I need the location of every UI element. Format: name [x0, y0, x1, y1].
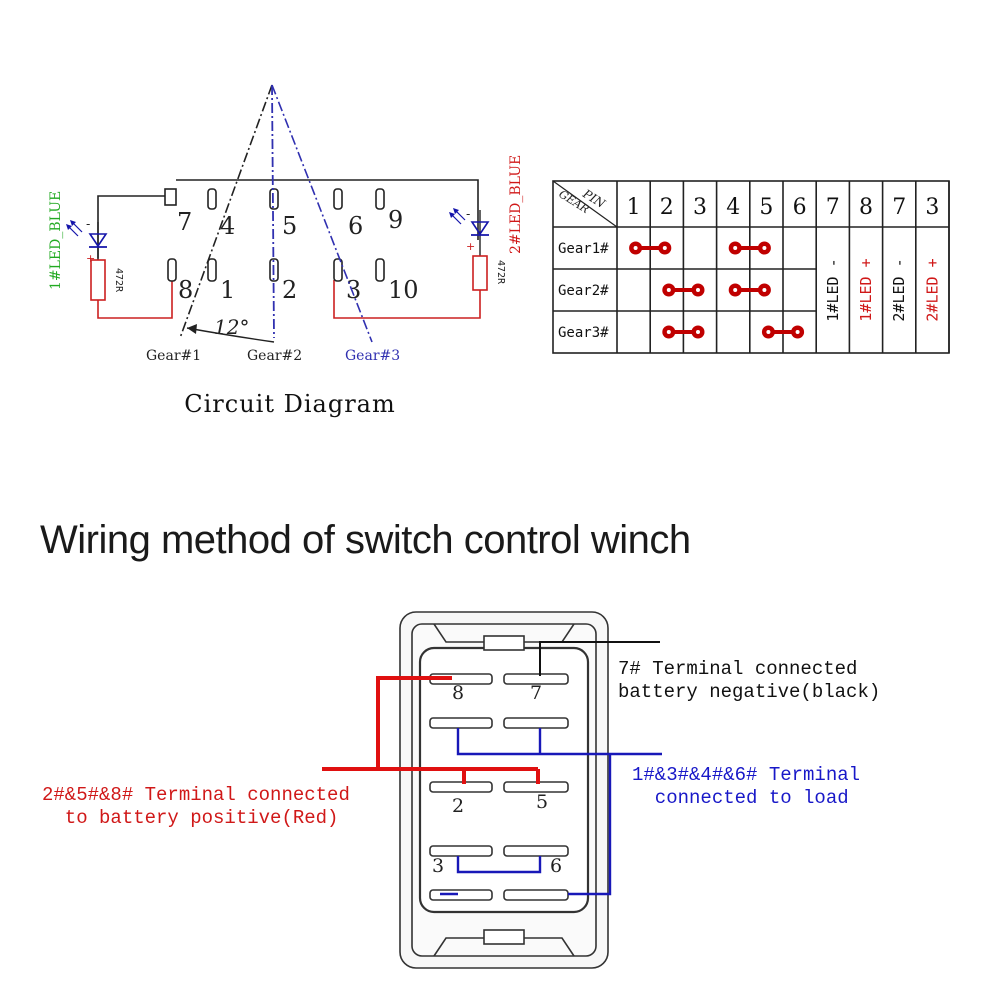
gear-lines — [179, 84, 373, 343]
terminal-label-8: 8 — [452, 682, 464, 704]
terminal-6 — [503, 845, 569, 857]
gear-label-1: Gear#1 — [146, 348, 201, 364]
pin-label-7: 7 — [177, 208, 192, 236]
pin-link-icon — [662, 283, 705, 297]
pin-link-icon — [629, 241, 672, 255]
pin-label-1: 1 — [220, 276, 235, 304]
pin-table-col-header: 7 — [826, 195, 840, 220]
pin-link-hole — [666, 330, 671, 334]
pin-label-2: 2 — [282, 276, 297, 304]
terminal-1 — [429, 845, 493, 857]
pin-table-col-header: 5 — [759, 195, 773, 220]
pin-label-10: 10 — [388, 276, 419, 304]
pin-link-hole — [696, 288, 700, 292]
pin-link-icon — [728, 241, 771, 255]
note-battery-negative: 7# Terminal connected battery negative(b… — [618, 658, 881, 703]
pin-link-hole — [762, 246, 767, 250]
contacts-top — [207, 188, 385, 210]
pin-table-vertical-label: 1#LED + — [857, 258, 875, 321]
terminal-9 — [503, 717, 569, 729]
pin-table-vertical-label: 1#LED - — [824, 258, 842, 321]
pin-link-icon — [662, 325, 705, 339]
pin-table-col-header: 6 — [793, 195, 807, 220]
led-left-icon — [66, 220, 108, 258]
note-load: 1#&3#&4#&6# Terminal connected to load — [632, 764, 861, 809]
pin-table-vertical-label: 2#LED - — [890, 258, 908, 321]
pin-table-col-header: 4 — [726, 195, 740, 220]
pin-table-vertical-label: 2#LED + — [923, 258, 941, 321]
note-battery-positive: 2#&5#&8# Terminal connected to battery p… — [42, 784, 350, 829]
terminal-label-3: 3 — [432, 855, 444, 877]
resistor-left-label: 472R — [113, 268, 124, 293]
led-left-minus: - — [86, 217, 90, 231]
circuit-caption: Circuit Diagram — [184, 390, 396, 418]
terminal-10 — [503, 889, 569, 901]
gear-label-3: Gear#3 — [345, 348, 400, 364]
led-right-label: 2#LED_BLUE — [508, 155, 524, 254]
resistor-wires — [97, 280, 481, 319]
gear-label-2: Gear#2 — [247, 348, 302, 364]
pin-link-hole — [696, 330, 700, 334]
pin-table-row-label: Gear2# — [558, 283, 609, 299]
pin-table-col-header: 7 — [892, 195, 906, 220]
wiring-title: Wiring method of switch control winch — [40, 518, 691, 562]
pin-table-corner-diagonal — [552, 180, 618, 228]
pin-link-hole — [766, 330, 771, 334]
angle-label: 12° — [214, 315, 249, 339]
wire-black — [539, 641, 660, 676]
resistor-left-icon — [90, 259, 106, 301]
terminal-7 — [503, 673, 569, 685]
pin-link-hole — [666, 288, 671, 292]
terminal-label-7: 7 — [530, 682, 542, 704]
led-right-minus: - — [466, 207, 470, 221]
wire-blue — [440, 728, 662, 896]
led-right-plus: + — [466, 240, 475, 253]
pin-label-9: 9 — [388, 206, 403, 234]
pin-link-hole — [762, 288, 767, 292]
pin-label-5: 5 — [282, 212, 297, 240]
pin-table-col-header: 3 — [925, 195, 939, 220]
terminal-4 — [429, 717, 493, 729]
resistor-right-icon — [472, 255, 488, 291]
pin-label-6: 6 — [348, 212, 363, 240]
pin-link-hole — [733, 288, 738, 292]
pin-table-col-header: 1 — [627, 195, 641, 220]
pin-label-4: 4 — [220, 212, 235, 240]
pin-table-col-header: 2 — [660, 195, 674, 220]
led-left-label: 1#LED_BLUE — [48, 191, 64, 290]
pin-table-row-label: Gear3# — [558, 325, 609, 341]
led-right-icon — [449, 208, 490, 258]
pin-link-icon — [761, 325, 805, 339]
pin-link-hole — [733, 246, 738, 250]
pin-link-icon — [728, 283, 771, 297]
terminal-label-2: 2 — [452, 795, 464, 817]
terminal-label-6: 6 — [550, 855, 562, 877]
pin-table-grid — [552, 180, 950, 354]
pin-label-8: 8 — [178, 276, 193, 304]
switch-terminals — [429, 673, 569, 901]
wire-red — [322, 676, 540, 784]
led-left-plus: + — [86, 252, 95, 265]
pin-link-hole — [633, 246, 638, 250]
pin-table-row-label: Gear1# — [558, 241, 609, 257]
terminal-3 — [429, 889, 493, 901]
resistor-right-label: 472R — [495, 260, 506, 285]
pin-table-col-header: 8 — [859, 195, 873, 220]
terminal-2 — [429, 781, 493, 793]
pin-table-col-header: 3 — [693, 195, 707, 220]
pin-link-hole — [662, 246, 667, 250]
pin-link-hole — [795, 330, 800, 334]
terminal-label-5: 5 — [536, 791, 548, 813]
